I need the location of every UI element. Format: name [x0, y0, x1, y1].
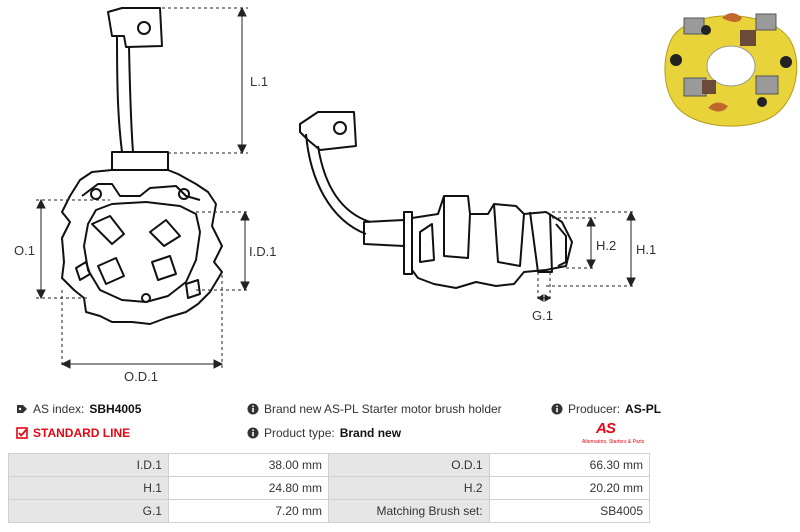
product-description: Brand new AS-PL Starter motor brush hold… — [264, 402, 502, 416]
technical-drawing: L.1 O.1 I.D.1 O.D.1 H.2 H.1 G.1 — [14, 6, 798, 384]
dim-label-o1: O.1 — [14, 243, 35, 258]
producer-value: AS-PL — [625, 402, 662, 416]
product-type-value: Brand new — [339, 426, 402, 440]
spec-value: 38.00 mm — [167, 453, 330, 477]
spec-value: 7.20 mm — [167, 499, 330, 523]
spec-value: 24.80 mm — [167, 476, 330, 500]
producer-row: Producer: AS-PL — [551, 402, 661, 416]
specs-table: I.D.1 38.00 mm O.D.1 66.30 mm H.1 24.80 … — [8, 453, 651, 523]
as-pl-logo: AS Alternators, Starters & Parts — [582, 420, 654, 446]
logo-text: AS — [596, 420, 616, 437]
dim-label-h1: H.1 — [636, 242, 656, 257]
dim-label-od1: O.D.1 — [124, 369, 158, 384]
spec-value: 20.20 mm — [488, 476, 651, 500]
info-icon — [551, 403, 563, 415]
product-type-row: Product type: Brand new — [247, 426, 401, 440]
spec-value: 66.30 mm — [488, 453, 651, 477]
spec-label: G.1 — [8, 499, 169, 523]
spec-value: SB4005 — [488, 499, 651, 523]
producer-label: Producer: — [568, 402, 621, 416]
table-row: H.1 24.80 mm H.2 20.20 mm — [8, 476, 651, 500]
spec-label: H.2 — [328, 476, 490, 500]
spec-label: H.1 — [8, 476, 169, 500]
as-index-value: SBH4005 — [89, 402, 142, 416]
dimension-lines — [36, 6, 636, 369]
description-row: Brand new AS-PL Starter motor brush hold… — [247, 402, 502, 416]
spec-label: O.D.1 — [328, 453, 490, 477]
table-row: G.1 7.20 mm Matching Brush set: SB4005 — [8, 499, 651, 523]
as-index-row: AS index: SBH4005 — [16, 402, 141, 416]
checkbox-checked-icon — [16, 427, 28, 439]
dim-label-id1: I.D.1 — [249, 244, 276, 259]
standard-line-row: STANDARD LINE — [16, 426, 130, 440]
as-index-label: AS index: — [33, 402, 85, 416]
dim-label-h2: H.2 — [596, 238, 616, 253]
table-row: I.D.1 38.00 mm O.D.1 66.30 mm — [8, 453, 651, 477]
dim-label-g1: G.1 — [532, 308, 553, 323]
tag-icon — [17, 405, 27, 413]
dim-label-l1: L.1 — [250, 74, 268, 89]
info-icon — [247, 427, 259, 439]
standard-line-label: STANDARD LINE — [33, 426, 131, 440]
spec-label: I.D.1 — [8, 453, 169, 477]
product-photo — [664, 13, 798, 127]
spec-label: Matching Brush set: — [328, 499, 490, 523]
info-icon — [247, 403, 259, 415]
side-view-outline — [299, 111, 573, 289]
product-type-label: Product type: — [264, 426, 335, 440]
front-view-outline — [61, 7, 223, 325]
logo-tagline: Alternators, Starters & Parts — [582, 439, 645, 445]
